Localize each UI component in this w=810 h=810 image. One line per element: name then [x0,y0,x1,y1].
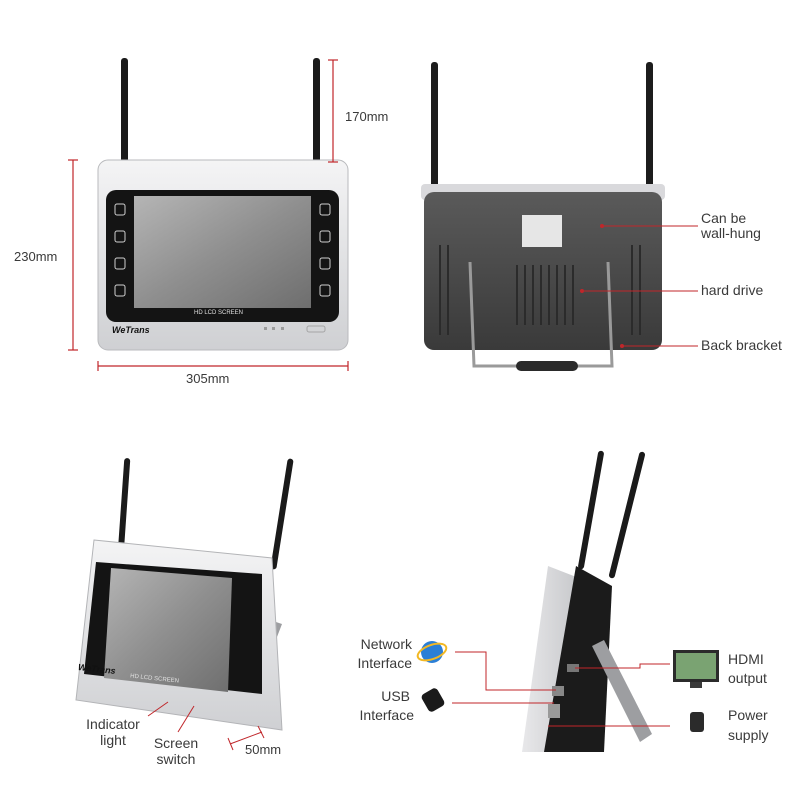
label-hdmi-line2: output [728,670,767,686]
usb-icon [421,688,445,712]
label-network-line1: Network [360,636,412,652]
antenna-right [313,58,320,166]
antenna-side-right [609,451,645,579]
label-screen-switch-line1: Screen [153,735,199,751]
front-side-buttons [114,203,331,297]
back-vents [439,245,641,335]
side-stand [592,640,652,742]
angle-leaders [147,701,265,751]
callout-wall-hung-line1: Can be [701,210,747,226]
callout-back-bracket: Back bracket [701,337,782,353]
antenna-side-left [578,450,604,570]
label-hdmi-line1: HDMI [728,651,764,667]
front-view [68,58,349,371]
dim-body-height: 230mm [14,249,58,264]
dim-depth: 50mm [245,742,282,757]
angle-screen [104,568,232,692]
label-usb-line2: Interface [359,707,414,723]
back-casing [424,192,662,350]
side-view [416,450,719,752]
dim-antenna-height: 170mm [345,109,389,124]
antenna-left [121,58,128,166]
hdmi-monitor-screen [676,653,716,679]
bracket-grip [516,361,578,371]
angle-view [75,458,294,751]
front-indicators [264,325,326,333]
port-network [552,686,564,696]
front-brand-logo: WeTrans [112,325,150,335]
power-adapter-icon [690,712,704,732]
antenna-back-right [646,62,653,190]
label-power-line1: Power [728,707,768,723]
monitor-screen [134,196,311,308]
label-indicator-line2: light [100,732,126,748]
back-view [421,62,698,371]
label-screen-switch-line2: switch [156,751,196,767]
front-screen-label: HD LCD SCREEN [194,310,244,316]
hdmi-monitor-stand [690,682,702,688]
label-network-line2: Interface [357,655,412,671]
back-label-sticker [522,215,562,247]
callout-wall-hung-line2: wall-hung [701,225,761,241]
front-dimensions [68,59,349,371]
side-leaders [452,651,670,727]
antenna-back-left [431,62,438,190]
label-power-line2: supply [728,727,769,743]
port-usb [548,704,560,718]
callout-hard-drive: hard drive [701,282,764,298]
network-icon-ring [416,642,448,662]
dim-width: 305mm [186,371,230,386]
back-leaders [582,225,698,347]
label-indicator-line1: Indicator [86,716,140,732]
side-panel [544,566,612,752]
port-hdmi [567,664,579,672]
antenna-angle-right [270,458,294,570]
label-usb-line1: USB [381,688,410,704]
antenna-angle-left [117,458,131,554]
